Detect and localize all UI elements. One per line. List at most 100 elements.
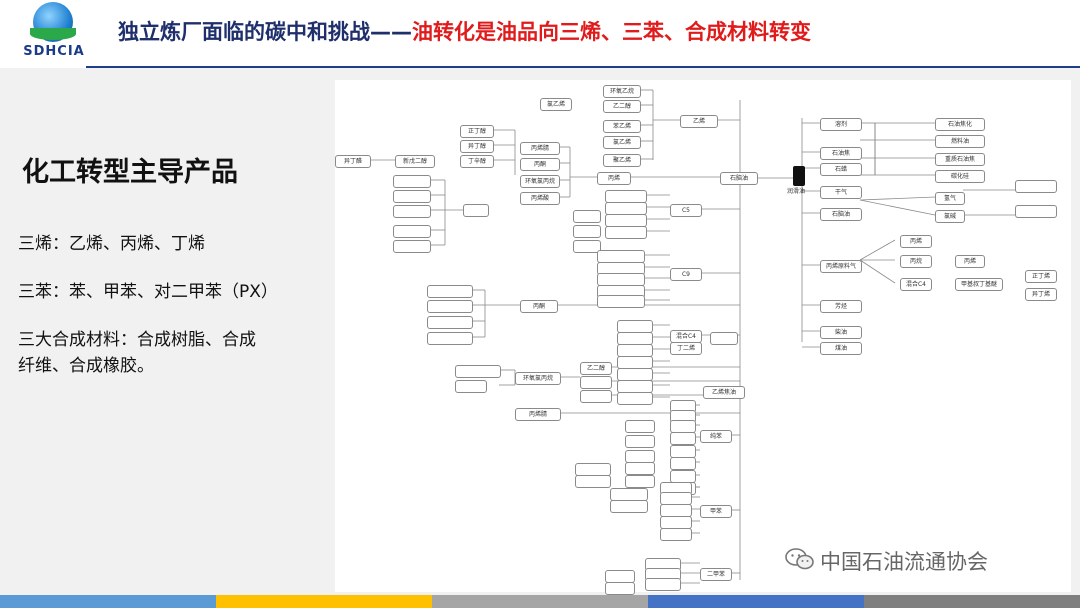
diagram-node: 聚乙烯	[603, 154, 641, 167]
connector-line	[859, 259, 896, 284]
diagram-node	[393, 240, 431, 253]
diagram-node	[393, 205, 431, 218]
diagram-node	[575, 475, 611, 488]
diagram-node: 正丁烯	[1025, 270, 1057, 283]
diagram-node: 丙烯腈	[520, 142, 560, 155]
footer-segment	[216, 595, 433, 608]
materials-text-1: 三大合成材料：合成树脂、合成	[18, 330, 256, 350]
diagram-lines	[369, 89, 1015, 584]
diagram-node: 环氧乙烷	[603, 85, 641, 98]
diagram-node	[625, 420, 655, 433]
diagram-node	[605, 582, 635, 595]
diagram-node: 纯苯	[700, 430, 732, 443]
diagram-node: 丙烯腈	[515, 408, 561, 421]
product-tree-diagram: 润滑油溶剂石油焦石蜡干气石脑油丙烯原料气芳烃柴油煤油石油焦化燃料油重质石油焦碳化…	[335, 80, 1071, 595]
diagram-node	[605, 226, 647, 239]
diagram-node: C9	[670, 268, 702, 281]
logo-text: SDHCIA	[23, 44, 85, 59]
diagram-node: 苯乙烯	[603, 120, 641, 133]
diagram-node	[1015, 180, 1057, 193]
diagram-node	[393, 175, 431, 188]
diagram-node: 溶剂	[820, 118, 862, 131]
diagram-node	[427, 300, 473, 313]
diagram-node	[580, 390, 612, 403]
diagram-node	[573, 240, 601, 253]
diagram-node: 氯碱	[935, 210, 965, 223]
footer-segment	[0, 595, 217, 608]
diagram-node: 丙酮	[520, 158, 560, 171]
diagram-node	[580, 376, 612, 389]
diagram-node: 新戊二醇	[395, 155, 435, 168]
sdhcia-logo: SDHCIA	[8, 2, 100, 62]
footer-segment	[432, 595, 649, 608]
diagram-node	[455, 380, 487, 393]
diagram-node	[625, 435, 655, 448]
diagram-node: 二甲苯	[700, 568, 732, 581]
diagram-node	[710, 332, 738, 345]
connector-line	[859, 196, 936, 201]
wechat-icon	[785, 548, 814, 570]
diagram-node: 石蜡	[820, 163, 862, 176]
header-bar: SDHCIA 独立炼厂面临的碳中和挑战——油转化是油品向三烯、三苯、合成材料转变	[0, 0, 1080, 68]
diagram-node	[393, 190, 431, 203]
diagram-node: 甲基叔丁基醚	[955, 278, 1003, 291]
diagram-node: 乙二醇	[603, 100, 641, 113]
diagram-node: 环氧氯丙烷	[520, 175, 560, 188]
diagram-node: 燃料油	[935, 135, 985, 148]
diagram-node: 正丁醇	[460, 125, 494, 138]
diagram-node	[645, 578, 681, 591]
footer-segment	[864, 595, 1080, 608]
diagram-node: 氯乙烯	[540, 98, 572, 111]
diagram-node: 丙烯	[955, 255, 985, 268]
diagram-node	[610, 500, 648, 513]
diagram-node: 异丁醛	[335, 155, 371, 168]
slide-title: 独立炼厂面临的碳中和挑战——油转化是油品向三烯、三苯、合成材料转变	[118, 16, 811, 46]
title-underline	[86, 66, 1080, 68]
diagram-node: 石油焦	[820, 147, 862, 160]
diagram-node: 氯乙烯	[603, 136, 641, 149]
diagram-node: 甲苯	[700, 505, 732, 518]
materials-text-2: 纤维、合成橡胶。	[18, 356, 154, 376]
diagram-node: 异丁烯	[1025, 288, 1057, 301]
aromatics-text: 三苯：苯、甲苯、对二甲苯（PX）	[18, 282, 278, 302]
diagram-node: 丙烯原料气	[820, 260, 862, 273]
olefins-text: 三烯：乙烯、丙烯、丁烯	[18, 234, 205, 254]
diagram-node: 干气	[820, 186, 862, 199]
diagram-node: 重质石油焦	[935, 153, 985, 166]
diagram-node	[670, 457, 696, 470]
diagram-node: 丁辛醇	[460, 155, 494, 168]
footer-segment	[648, 595, 865, 608]
diagram-node: 混合C4	[900, 278, 932, 291]
root-label: 润滑油	[787, 188, 806, 195]
diagram-node: 丁二烯	[670, 342, 702, 355]
diagram-node	[625, 475, 655, 488]
connector-line	[859, 239, 896, 261]
crude-oil-barrel-icon	[793, 166, 805, 186]
diagram-node: 丙烯	[597, 172, 631, 185]
diagram-node	[573, 225, 601, 238]
diagram-node: 石脑油	[720, 172, 758, 185]
diagram-node: 芳烃	[820, 300, 862, 313]
diagram-node: 碳化硅	[935, 170, 985, 183]
section-subtitle: 化工转型主导产品	[22, 157, 238, 188]
title-part2: 油转化是油品向三烯、三苯、合成材料转变	[412, 20, 811, 44]
logo-wave-icon	[30, 28, 76, 40]
diagram-node: 石油焦化	[935, 118, 985, 131]
watermark-text: 中国石油流通协会	[820, 550, 988, 574]
connector-line	[859, 199, 936, 216]
diagram-node: 乙烯焦油	[703, 386, 745, 399]
diagram-node	[573, 210, 601, 223]
diagram-node	[670, 432, 696, 445]
diagram-node: 柴油	[820, 326, 862, 339]
diagram-node: 丙酮	[520, 300, 558, 313]
diagram-node: 丙烯酸	[520, 192, 560, 205]
diagram-node	[617, 392, 653, 405]
diagram-node	[455, 365, 501, 378]
diagram-node	[597, 295, 645, 308]
diagram-node: 乙烯	[680, 115, 718, 128]
diagram-node: 石脑油	[820, 208, 862, 221]
diagram-node	[393, 225, 431, 238]
diagram-node: C5	[670, 204, 702, 217]
diagram-node	[1015, 205, 1057, 218]
diagram-node: 异丁醇	[460, 140, 494, 153]
